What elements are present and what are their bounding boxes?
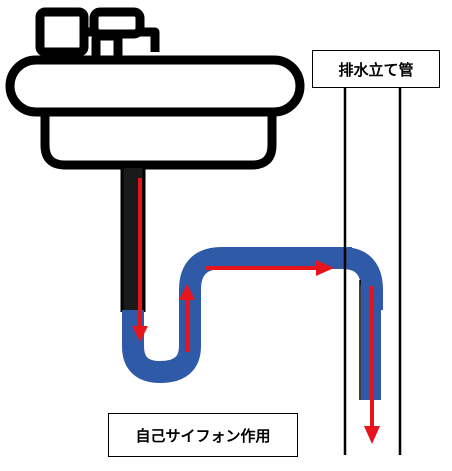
arrow-right-horizontal bbox=[205, 260, 334, 276]
arrow-up-trap bbox=[179, 284, 195, 352]
drain-stack bbox=[343, 88, 402, 455]
tail-pipe-walls bbox=[120, 168, 146, 312]
flow-arrows bbox=[132, 178, 380, 444]
drain-stack-label: 排水立て管 bbox=[312, 50, 440, 88]
washbasin bbox=[5, 55, 305, 170]
trap-water bbox=[122, 247, 352, 383]
arrow-down-stack bbox=[364, 286, 380, 444]
arrow-down-tail-pipe bbox=[132, 178, 148, 342]
self-siphonage-label: 自己サイフォン作用 bbox=[108, 413, 298, 457]
